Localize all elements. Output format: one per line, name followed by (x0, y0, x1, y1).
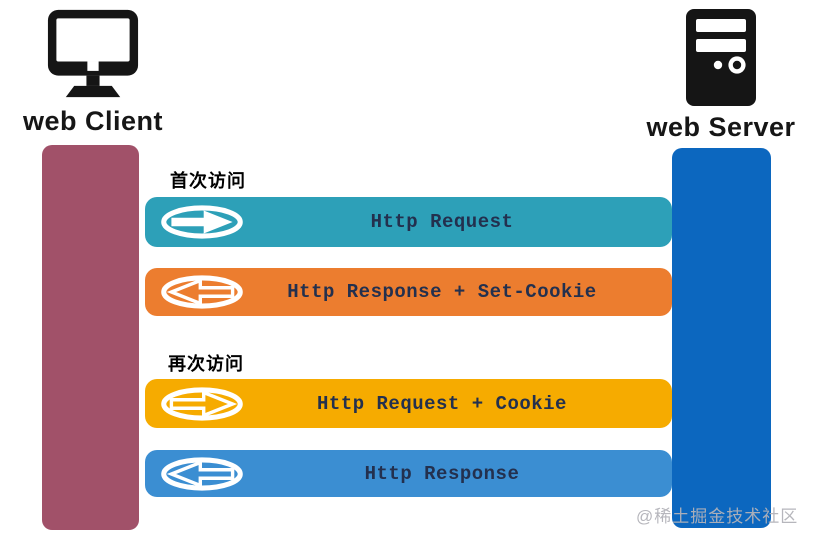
phase-label-repeat-visit: 再次访问 (168, 354, 244, 374)
message-http-response: Http Response (145, 450, 672, 497)
server-label: web Server (646, 112, 796, 142)
message-label: Http Response + Set-Cookie (287, 281, 597, 303)
message-label: Http Request (370, 211, 514, 233)
arrow-right-icon (161, 386, 243, 421)
arrow-right-icon (161, 205, 243, 239)
phase-label-first-visit: 首次访问 (170, 171, 246, 191)
arrow-left-icon (161, 456, 243, 491)
server-endpoint: web Server (630, 8, 812, 143)
client-label: web Client (22, 106, 163, 136)
arrow-left-icon (161, 275, 243, 309)
server-lifeline (672, 148, 771, 528)
client-endpoint: web Client (8, 8, 178, 137)
message-label: Http Request + Cookie (317, 392, 567, 415)
message-http-request: Http Request (145, 197, 672, 247)
client-lifeline (42, 145, 139, 530)
message-http-response-set-cookie: Http Response + Set-Cookie (145, 268, 672, 316)
message-http-request-cookie: Http Request + Cookie (145, 379, 672, 428)
server-icon (686, 9, 756, 106)
monitor-icon (47, 9, 139, 98)
message-label: Http Response (364, 462, 520, 485)
watermark-text: @稀土掘金技术社区 (636, 507, 799, 526)
